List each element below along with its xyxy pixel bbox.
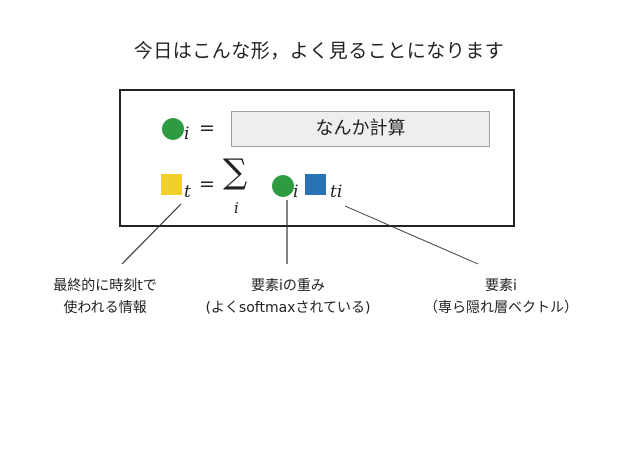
- yellow-square-icon: [161, 174, 182, 195]
- formula-box: [119, 89, 515, 227]
- row1-equals: =: [199, 117, 215, 139]
- row2-subscript: t: [184, 182, 191, 202]
- label-right-line1: 要素i: [485, 278, 517, 294]
- left-connector: [121, 203, 182, 265]
- green-circle-icon: [162, 118, 184, 140]
- label-left-line2: 使われる情報: [63, 300, 147, 316]
- computation-box: なんか計算: [231, 111, 490, 147]
- label-right: 要素i （専ら隠れ層ベクトル）: [416, 275, 586, 319]
- label-left: 最終的に時刻tで 使われる情報: [45, 275, 165, 319]
- blue-square-icon: [305, 174, 326, 195]
- row2-equals: =: [199, 173, 215, 195]
- green-circle-icon: [272, 175, 294, 197]
- label-middle-line1: 要素iの重み: [251, 278, 325, 294]
- label-middle: 要素iの重み (よくsoftmaxされている): [183, 275, 393, 319]
- slide-title: 今日はこんな形，よく見ることになります: [133, 40, 505, 62]
- label-left-line1: 最終的に時刻tで: [53, 278, 157, 294]
- right-connector: [344, 205, 479, 265]
- sum-index: i: [234, 199, 239, 217]
- row1-subscript: i: [184, 124, 190, 144]
- sum-symbol: ∑: [223, 152, 248, 192]
- circle-subscript: i: [293, 182, 299, 202]
- square-subscript: ti: [330, 182, 343, 202]
- label-right-line2: （専ら隠れ層ベクトル）: [424, 300, 578, 316]
- label-middle-line2: (よくsoftmaxされている): [205, 300, 371, 316]
